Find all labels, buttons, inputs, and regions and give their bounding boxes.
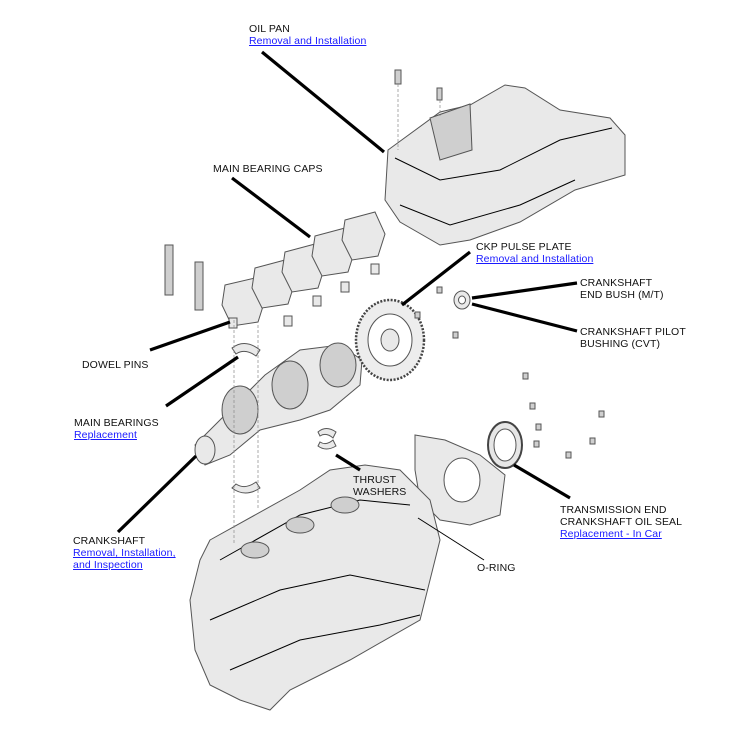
leader-thrust-washers bbox=[335, 453, 361, 472]
crankshaft-removal-link-line1[interactable]: Removal, Installation, bbox=[73, 547, 176, 559]
engine-block-illustration bbox=[189, 320, 441, 711]
leader-lines bbox=[116, 50, 578, 561]
callout-transmission-end-seal: TRANSMISSION END CRANKSHAFT OIL SEAL Rep… bbox=[560, 504, 682, 540]
crankshaft-illustration bbox=[194, 342, 363, 466]
callout-main-bearing-caps: MAIN BEARING CAPS bbox=[213, 163, 323, 175]
crankshaft-pilot-bushing-label-2: BUSHING (CVT) bbox=[580, 338, 661, 350]
callout-ckp-pulse-plate: CKP PULSE PLATE Removal and Installation bbox=[476, 241, 593, 265]
dowel-pins-label: DOWEL PINS bbox=[82, 359, 149, 371]
main-bearings-illustration bbox=[231, 343, 261, 494]
crankshaft-bush-illustration bbox=[414, 286, 471, 339]
callout-o-ring: O-RING bbox=[477, 562, 516, 574]
callout-crankshaft-end-bush: CRANKSHAFT END BUSH (M/T) bbox=[580, 277, 664, 301]
main-bearing-caps-label: MAIN BEARING CAPS bbox=[213, 163, 323, 175]
transmission-end-seal-label-2: CRANKSHAFT OIL SEAL bbox=[560, 516, 683, 528]
crankshaft-end-bush-label-1: CRANKSHAFT bbox=[580, 277, 653, 289]
crankshaft-label: CRANKSHAFT bbox=[73, 535, 146, 547]
leader-crankshaft-pilot-bushing bbox=[471, 302, 578, 333]
ckp-pulse-plate-label: CKP PULSE PLATE bbox=[476, 241, 572, 253]
oil-pan-label: OIL PAN bbox=[249, 23, 290, 35]
thrust-washers-label-2: WASHERS bbox=[353, 486, 407, 498]
callout-main-bearings: MAIN BEARINGS Replacement bbox=[74, 417, 159, 441]
crankshaft-removal-link-line2[interactable]: and Inspection bbox=[73, 559, 143, 571]
leader-o-ring bbox=[417, 517, 485, 561]
leader-ckp-pulse-plate bbox=[401, 250, 471, 307]
o-ring-label: O-RING bbox=[477, 562, 516, 574]
oil-pan-removal-link[interactable]: Removal and Installation bbox=[249, 35, 367, 47]
ckp-pulse-plate-removal-link[interactable]: Removal and Installation bbox=[476, 253, 594, 265]
main-bearings-label: MAIN BEARINGS bbox=[74, 417, 159, 429]
leader-crankshaft-end-bush bbox=[471, 281, 578, 300]
leader-main-bearings bbox=[165, 355, 239, 408]
callout-crankshaft: CRANKSHAFT Removal, Installation, and In… bbox=[73, 535, 176, 571]
callout-dowel-pins: DOWEL PINS bbox=[82, 359, 149, 371]
leader-transmission-end-seal bbox=[513, 463, 571, 500]
transmission-end-seal-replacement-link[interactable]: Replacement - In Car bbox=[560, 528, 662, 540]
crankshaft-pilot-bushing-label-1: CRANKSHAFT PILOT bbox=[580, 326, 686, 338]
leader-oil-pan bbox=[260, 50, 386, 154]
main-bearings-replacement-link[interactable]: Replacement bbox=[74, 429, 137, 441]
callout-thrust-washers: THRUST WASHERS bbox=[353, 474, 406, 498]
thrust-washers-label-1: THRUST bbox=[353, 474, 397, 486]
crankshaft-end-bush-label-2: END BUSH (M/T) bbox=[580, 289, 664, 301]
thrust-washers-illustration bbox=[317, 428, 337, 450]
ckp-pulse-plate-illustration bbox=[354, 298, 426, 382]
leader-dowel-pins bbox=[149, 320, 231, 352]
transmission-end-seal-label-1: TRANSMISSION END bbox=[560, 504, 667, 516]
leader-crankshaft bbox=[116, 454, 198, 534]
main-bearing-caps-illustration bbox=[164, 211, 386, 327]
transmission-end-cover-illustration bbox=[405, 372, 605, 526]
callout-crankshaft-pilot-bushing: CRANKSHAFT PILOT BUSHING (CVT) bbox=[580, 326, 686, 350]
callout-oil-pan: OIL PAN Removal and Installation bbox=[249, 23, 366, 47]
leader-main-bearing-caps bbox=[231, 176, 311, 239]
oil-pan-illustration bbox=[384, 69, 626, 246]
